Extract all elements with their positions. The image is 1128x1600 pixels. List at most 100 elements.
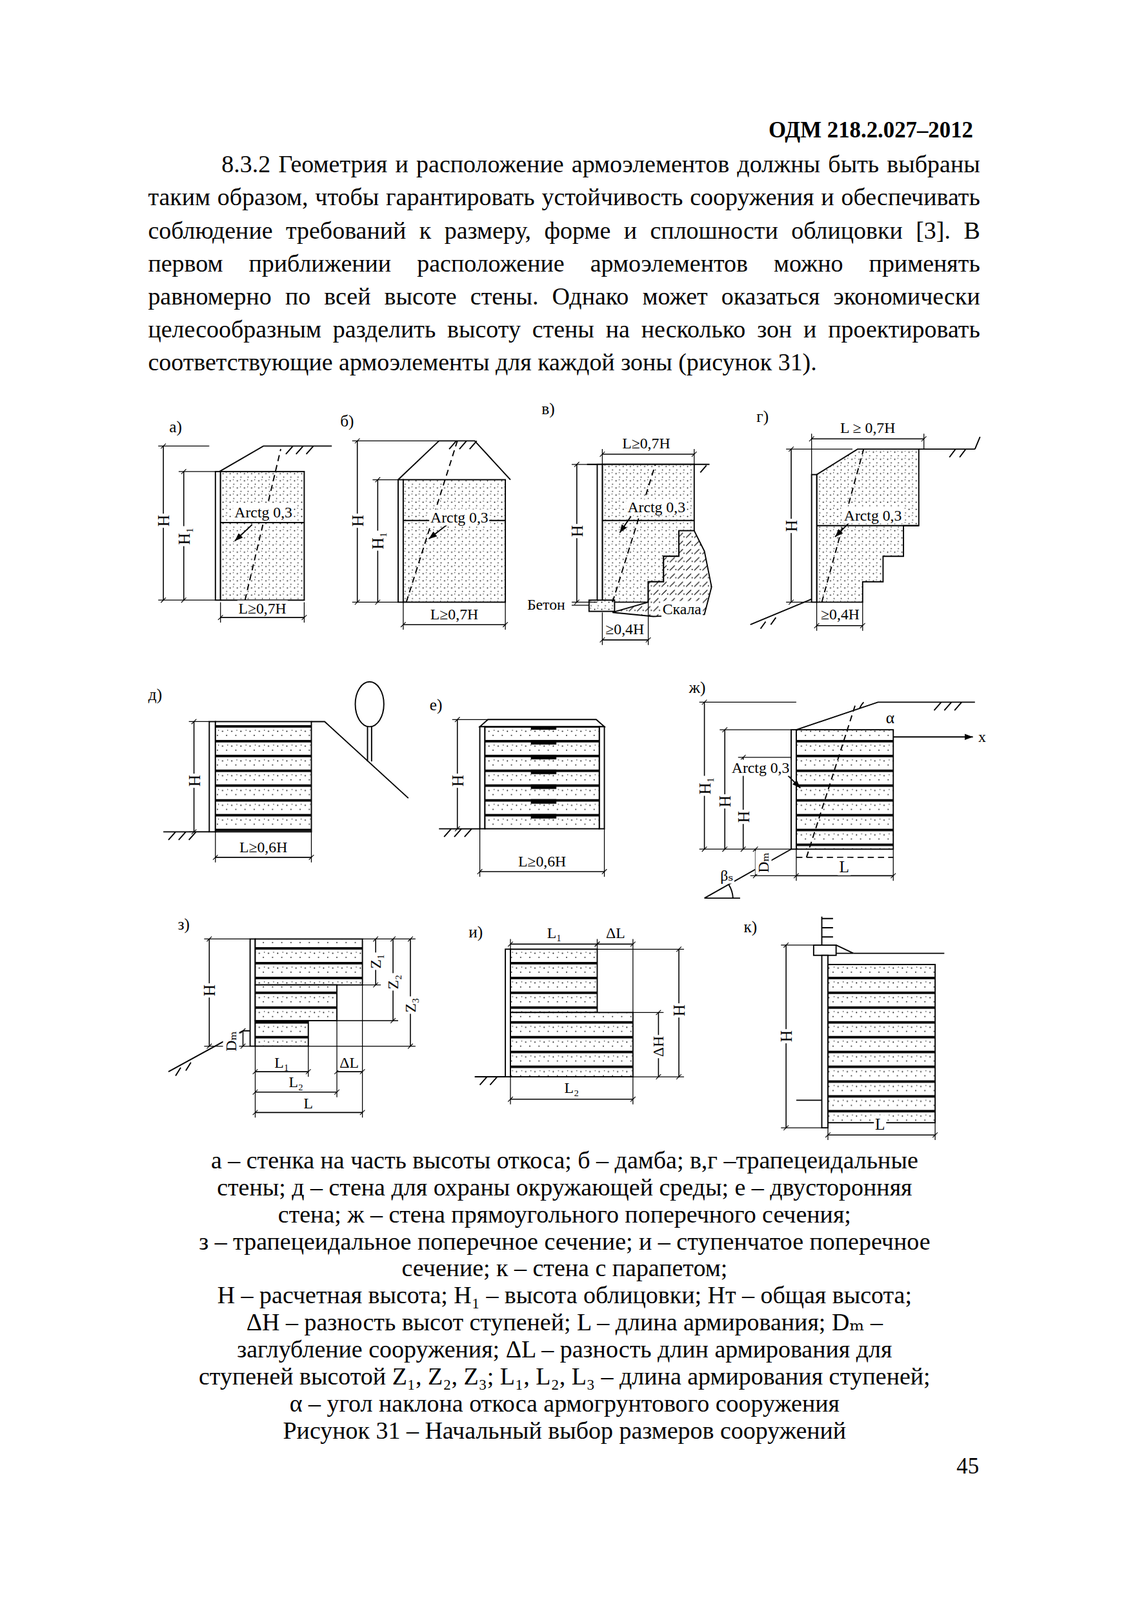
figure-path (836, 945, 854, 954)
figure-line (816, 625, 863, 627)
figure-line (336, 1071, 363, 1073)
dimension-label: L≥0,7H (620, 434, 672, 452)
figure-path (163, 831, 210, 841)
subfigure-letter: и) (467, 923, 484, 941)
dimension-label: ≥0,4H (604, 620, 646, 637)
figure-line (602, 453, 694, 455)
figure-line (403, 624, 506, 626)
dimension-label: Arctg 0,3 (429, 509, 490, 526)
legend-line: з – трапецеидальное поперечное сечение; … (198, 1228, 930, 1257)
figure-path (796, 953, 945, 1101)
dimension-label: L₁ (545, 924, 564, 941)
subfigure-letter: а) (167, 418, 184, 436)
dimension-label: H (670, 1003, 688, 1018)
subfigure-letter: г) (755, 407, 770, 426)
figure-rect (827, 964, 936, 1123)
figure-rect (811, 474, 817, 603)
figure-line (596, 944, 633, 946)
dimension-label: H₁ (695, 776, 714, 797)
figure-rect (510, 949, 597, 1013)
figure-line (796, 875, 894, 877)
dimension-label: L₂ (287, 1073, 305, 1090)
figure-rect (596, 464, 603, 603)
dimension-label: H (734, 809, 752, 824)
figure-line (255, 1112, 363, 1114)
legend-line: H – расчетная высота; H₁ – высота облицо… (217, 1282, 912, 1311)
figure-path (352, 440, 506, 630)
figure-rect (791, 729, 797, 850)
figure-rect (796, 729, 894, 850)
figure-path (602, 520, 694, 522)
figure-line (510, 944, 597, 946)
figure-rect (531, 726, 557, 829)
figure-caption: Рисунок 31 – Начальный выбор размеров со… (283, 1417, 847, 1446)
figure-path (311, 721, 409, 799)
figure-line (255, 1091, 338, 1094)
figure-rect (403, 480, 506, 603)
figure-rect (480, 726, 486, 829)
figure-path (785, 433, 925, 631)
dimension-label: H₁ (369, 531, 387, 552)
figure-path (220, 522, 305, 524)
dimension-label: L≥0,6H (516, 853, 568, 870)
figure-path (887, 736, 973, 738)
figure-g (163, 438, 936, 1136)
figure-line (724, 729, 726, 850)
figure-path (428, 524, 447, 539)
legend-line: а – стенка на часть высоты откоса; б – д… (211, 1146, 919, 1176)
dimension-label: H (782, 518, 801, 534)
figure-rect (215, 721, 312, 832)
figure-line (510, 1098, 634, 1101)
dimension-label: Dₘ (222, 1029, 239, 1054)
dimension-label: Бетон (525, 596, 567, 613)
page-number: 45 (956, 1453, 979, 1480)
dimension-label: H (185, 773, 203, 788)
figure-line (215, 856, 312, 859)
dimension-label: L (873, 1115, 887, 1133)
dimension-label: α (884, 709, 896, 727)
dimension-label: H (348, 513, 366, 528)
figure-path (234, 524, 253, 541)
figure-g (158, 433, 981, 1141)
dimension-label: Z₂ (385, 973, 402, 991)
subfigure-letter: б) (338, 411, 355, 430)
figure-path (822, 449, 865, 603)
dimension-label: Arctg 0,3 (625, 499, 687, 516)
dimension-label: H (200, 982, 219, 998)
figure-rect (215, 471, 221, 601)
subfigure-letter: е) (428, 695, 444, 714)
dimension-label: Arctg 0,3 (232, 504, 294, 521)
figure-path (398, 440, 511, 480)
page-header: ОДМ 218.2.027–2012 (768, 117, 974, 144)
dimension-label: ΔL (604, 924, 627, 941)
dimension-label: Скала (661, 601, 703, 618)
dimension-label: L ≥ 0,7H (838, 419, 897, 436)
dimension-label: ≥0,4H (819, 606, 861, 623)
dimension-label: Z₃ (402, 997, 419, 1015)
legend-line: заглубление сооружения; ΔL – разность дл… (236, 1335, 892, 1365)
figure-path (245, 449, 281, 601)
figure-line (827, 1134, 936, 1136)
legend-line: ΔH – разность высот ступеней; L – длина … (246, 1308, 883, 1338)
figure-rect (822, 955, 828, 1128)
figure-path (729, 885, 734, 899)
dimension-label: L (302, 1095, 315, 1112)
figure-path (822, 916, 834, 946)
figure-path (704, 849, 792, 899)
figure-path (438, 829, 480, 838)
figure-rect (220, 471, 305, 601)
subfigure-letter: к) (742, 918, 759, 936)
figure-line (255, 1071, 309, 1073)
figure-path (859, 702, 864, 708)
dimension-label: H (154, 513, 173, 528)
figure-path (619, 516, 631, 533)
figure-line (220, 616, 305, 619)
legend-line: стены; д – стена для охраны окружающей с… (216, 1173, 912, 1203)
figure-line (480, 871, 605, 873)
figure-line (242, 1031, 244, 1047)
subfigure-letter: ж) (687, 678, 708, 696)
dimension-label: L₂ (563, 1080, 581, 1097)
figure-rect (484, 726, 599, 829)
dimension-label: H₁ (174, 525, 193, 546)
figure-path (452, 719, 605, 877)
